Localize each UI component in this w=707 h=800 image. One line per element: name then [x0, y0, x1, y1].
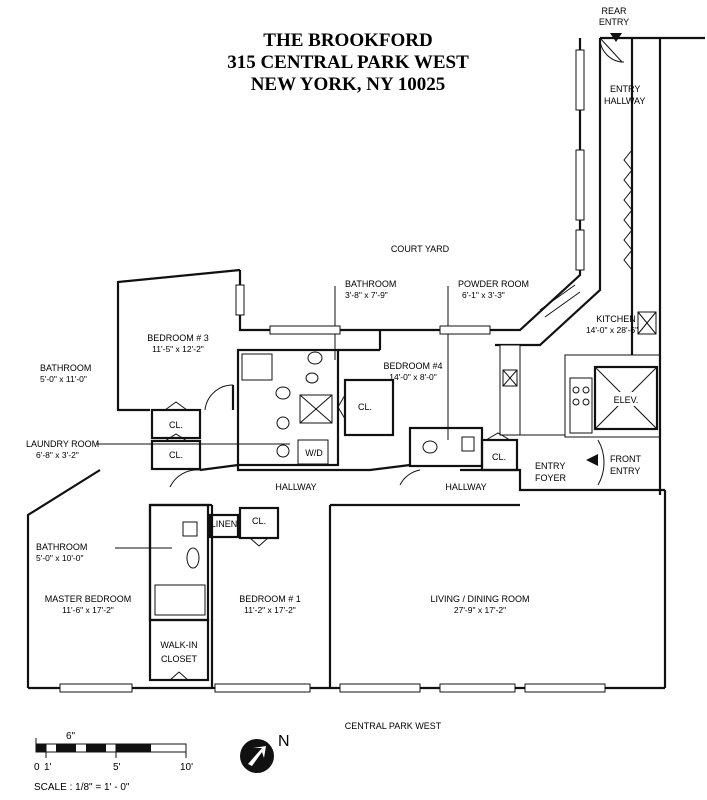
window	[575, 229, 585, 271]
entry-hallway-label: ENTRY	[610, 84, 640, 94]
living-dining-dim: 27'-9" x 17'-2"	[454, 605, 506, 615]
rear-entry-door[interactable]	[599, 37, 625, 63]
scale-caption: SCALE : 1/8" = 1' - 0"	[34, 782, 130, 793]
entry-hallway-label-2: HALLWAY	[604, 96, 645, 106]
front-entry-door[interactable]	[597, 439, 605, 486]
bedroom-3-dim: 11'-5" x 12'-2"	[152, 344, 204, 354]
building-city: NEW YORK, NY 10025	[251, 74, 446, 95]
kitchen-label: KITCHEN	[596, 314, 636, 324]
laundry-dim: 6'-8" x 3'-2"	[36, 450, 79, 460]
bathroom-master-dim: 5'-0" x 10'-0"	[36, 553, 84, 563]
kitchen-counter	[499, 344, 521, 436]
hallway-left-label: HALLWAY	[275, 482, 316, 492]
bathroom-left-dim: 5'-0" x 11'-0"	[40, 374, 87, 384]
bedroom-4	[269, 325, 491, 437]
laundry-label: LAUNDRY ROOM	[26, 439, 99, 449]
bedroom-4-dim: 14'-0" x 8'-0"	[389, 372, 437, 382]
scale-bar	[35, 738, 187, 758]
closet-label: CL.	[169, 450, 183, 460]
closet-bedroom-1	[238, 506, 280, 547]
street-label: CENTRAL PARK WEST	[345, 721, 442, 731]
master-bedroom-dim: 11'-6" x 17'-2"	[62, 605, 114, 615]
bathroom-top-dim: 3'-8" x 7'-9"	[345, 290, 388, 300]
scale-tick-1: 1'	[44, 762, 52, 773]
bathtub	[241, 353, 273, 381]
courtyard-label: COURT YARD	[391, 244, 450, 254]
closet-label: CL.	[358, 402, 372, 412]
master-bathtub	[154, 584, 206, 616]
closet-bedroom-4	[343, 378, 395, 437]
closet-left-lower	[150, 433, 202, 471]
front-entry-label-2: ENTRY	[610, 466, 640, 476]
scale-tick-5: 5'	[113, 762, 121, 773]
closet-label: CL.	[169, 420, 183, 430]
closet-left-upper	[150, 401, 202, 440]
building-name: THE BROOKFORD	[263, 30, 432, 51]
closet-label: CL.	[252, 516, 266, 526]
rear-entry-label: REAR	[601, 6, 627, 16]
kitchen	[499, 311, 661, 438]
closet-label: CL.	[492, 452, 506, 462]
bedroom-4-label: BEDROOM #4	[383, 361, 442, 371]
entry-closets	[623, 149, 633, 271]
living-dining-label: LIVING / DINING ROOM	[430, 594, 529, 604]
elevator	[593, 365, 659, 431]
scale-tick-0: 0	[34, 762, 40, 773]
bedroom-1-label: BEDROOM # 1	[239, 594, 301, 604]
stove	[569, 377, 593, 434]
rear-entry-arrow-icon	[610, 33, 622, 42]
entry-hallway-wing	[265, 33, 705, 495]
bathroom-master-label: BATHROOM	[36, 542, 87, 552]
north-label: N	[278, 733, 290, 750]
master-bedroom-label: MASTER BEDROOM	[45, 594, 132, 604]
scale-tick-10: 10'	[180, 762, 193, 773]
bathroom-left-label: BATHROOM	[40, 363, 91, 373]
central-bathroom	[236, 330, 382, 467]
walkin-closet-label: WALK-IN	[160, 640, 197, 650]
powder-room-dim: 6'-1" x 3'-3"	[462, 290, 505, 300]
entry-foyer-label-2: FOYER	[535, 473, 567, 483]
washer-dryer	[297, 439, 329, 465]
front-entry-arrow-icon	[586, 454, 598, 466]
north-arrow-icon	[240, 739, 274, 773]
powder-room-label: POWDER ROOM	[458, 279, 529, 289]
toilet	[307, 351, 323, 365]
sink	[276, 416, 290, 430]
bedroom-3	[116, 268, 265, 412]
bedroom-3-label: BEDROOM # 3	[147, 333, 209, 343]
kitchen-dim: 14'-0" x 28'-6"	[586, 325, 638, 335]
linen-label: LINEN	[211, 519, 238, 529]
entry-foyer-label: ENTRY	[535, 461, 565, 471]
walkin-closet-label-2: CLOSET	[161, 654, 198, 664]
elevator-label: ELEV.	[614, 395, 639, 405]
bedroom-1-dim: 11'-2" x 17'-2"	[244, 605, 296, 615]
master-bathroom	[148, 503, 210, 622]
washer-dryer-label: W/D	[305, 448, 323, 458]
scale-six-inch: 6"	[66, 731, 76, 742]
front-entry-label: FRONT	[610, 454, 641, 464]
hallway-right-label: HALLWAY	[445, 482, 486, 492]
walk-in-closet	[148, 618, 210, 682]
window	[575, 149, 585, 221]
linen-closet	[208, 513, 240, 539]
window	[575, 49, 585, 111]
south-windows	[59, 683, 606, 693]
bathroom-top-label: BATHROOM	[345, 279, 396, 289]
building-address: 315 CENTRAL PARK WEST	[227, 52, 469, 73]
rear-entry-label-2: ENTRY	[599, 17, 629, 27]
powder-room	[408, 426, 519, 472]
